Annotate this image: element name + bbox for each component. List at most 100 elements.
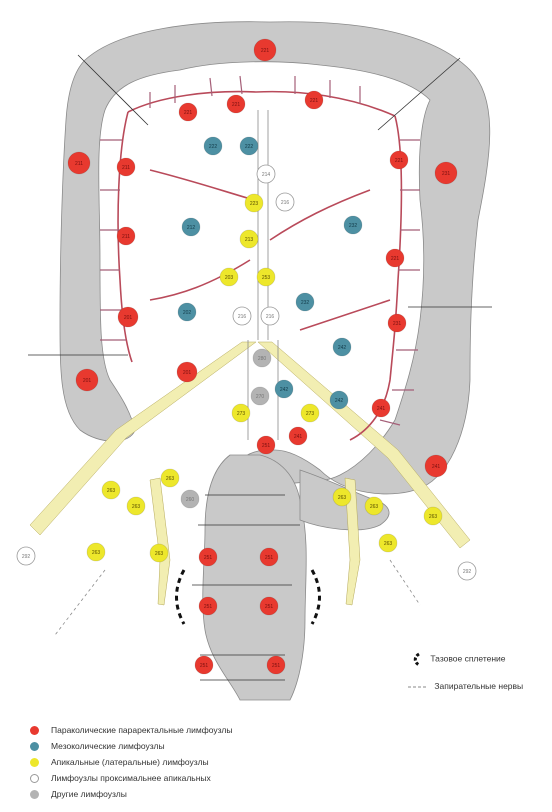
node-label: 202 — [183, 310, 192, 316]
mesentery-spokes — [100, 76, 420, 425]
lymph-node-paracolic: 251 — [257, 436, 275, 454]
lymph-node-paracolic: 221 — [227, 95, 245, 113]
legend-dot-other — [30, 790, 39, 799]
legend-item-apical: Апикальные (латеральные) лимфоузлы — [30, 754, 430, 770]
node-label: 273 — [306, 411, 315, 417]
obturator-nerves-label: Запирательные нервы — [408, 681, 523, 691]
lymph-node-paracolic: 251 — [267, 656, 285, 674]
colon — [60, 22, 490, 494]
lymph-node-apical: 223 — [245, 194, 263, 212]
lymph-node-apical: 263 — [87, 543, 105, 561]
node-label: 251 — [204, 555, 213, 561]
lymph-node-other: 280 — [253, 349, 271, 367]
lymph-node-paracolic: 241 — [289, 427, 307, 445]
lymph-node-paracolic: 221 — [179, 103, 197, 121]
node-label: 241 — [377, 406, 386, 412]
lymph-node-apical: 263 — [102, 481, 120, 499]
lymph-node-apical: 263 — [424, 507, 442, 525]
node-label: 241 — [294, 434, 303, 440]
lymph-node-apical: 203 — [220, 268, 238, 286]
legend-item-mesocolic: Мезоколические лимфоузлы — [30, 738, 430, 754]
node-label: 251 — [200, 663, 209, 669]
legend: Параколические параректальные лимфоузлы … — [30, 722, 430, 802]
node-label: 211 — [75, 161, 83, 167]
lymph-node-paracolic: 221 — [386, 249, 404, 267]
lymph-node-proximal: 214 — [257, 165, 275, 183]
legend-dot-proximal — [30, 774, 39, 783]
node-label: 211 — [122, 234, 130, 240]
node-label: 260 — [186, 497, 195, 503]
lymph-node-other: 260 — [181, 490, 199, 508]
node-label: 263 — [429, 514, 438, 520]
obturator-nerves-text: Запирательные нервы — [434, 681, 523, 691]
legend-dot-paracolic — [30, 726, 39, 735]
node-label: 251 — [265, 604, 274, 610]
node-label: 223 — [250, 201, 259, 207]
node-label: 216 — [281, 200, 290, 206]
lymph-node-mesocolic: 222 — [204, 137, 222, 155]
lymph-node-paracolic: 251 — [199, 548, 217, 566]
node-label: 263 — [166, 476, 175, 482]
lymph-node-paracolic: 221 — [305, 91, 323, 109]
lymph-node-paracolic: 251 — [260, 597, 278, 615]
node-label: 251 — [272, 663, 281, 669]
node-label: 212 — [187, 225, 196, 231]
node-label: 263 — [384, 541, 393, 547]
lymph-node-apical: 253 — [257, 268, 275, 286]
lymph-node-paracolic: 241 — [425, 455, 447, 477]
node-label: 251 — [265, 555, 274, 561]
pelvic-plexus-label: Тазовое сплетение — [410, 652, 506, 666]
lymph-node-apical: 263 — [127, 497, 145, 515]
rectum — [203, 455, 306, 700]
lymph-node-paracolic: 251 — [199, 597, 217, 615]
lymph-node-apical: 273 — [301, 404, 319, 422]
legend-label-mesocolic: Мезоколические лимфоузлы — [51, 741, 165, 751]
node-label: 242 — [335, 398, 344, 404]
lymph-node-mesocolic: 242 — [333, 338, 351, 356]
node-label: 263 — [107, 488, 116, 494]
lymph-node-paracolic: 211 — [117, 227, 135, 245]
lymph-node-apical: 263 — [150, 544, 168, 562]
lymph-node-paracolic: 251 — [260, 548, 278, 566]
node-label: 242 — [338, 345, 347, 351]
node-label: 222 — [209, 144, 218, 150]
pelvic-plexus-text: Тазовое сплетение — [430, 653, 505, 663]
lymph-node-paracolic: 221 — [390, 151, 408, 169]
node-label: 222 — [245, 144, 254, 150]
lymph-node-mesocolic: 212 — [182, 218, 200, 236]
lymph-node-mesocolic: 242 — [330, 391, 348, 409]
node-label: 216 — [266, 314, 275, 320]
node-label: 232 — [349, 223, 358, 229]
lymph-node-paracolic: 201 — [177, 362, 197, 382]
legend-label-paracolic: Параколические параректальные лимфоузлы — [51, 725, 232, 735]
legend-label-proximal: Лимфоузлы проксимальнее апикальных — [51, 773, 211, 783]
legend-item-other: Другие лимфоузлы — [30, 786, 430, 802]
pelvic-plexus-icon — [410, 652, 424, 666]
legend-dot-apical — [30, 758, 39, 767]
node-label: 232 — [301, 300, 310, 306]
lymph-node-paracolic: 251 — [195, 656, 213, 674]
legend-label-apical: Апикальные (латеральные) лимфоузлы — [51, 757, 209, 767]
node-label: 201 — [124, 315, 133, 321]
node-label: 292 — [22, 554, 31, 560]
legend-item-proximal: Лимфоузлы проксимальнее апикальных — [30, 770, 430, 786]
node-label: 270 — [256, 394, 265, 400]
lymph-node-paracolic: 221 — [254, 39, 276, 61]
lymph-node-other: 270 — [251, 387, 269, 405]
lymph-node-mesocolic: 232 — [344, 216, 362, 234]
node-label: 214 — [262, 172, 271, 178]
node-label: 263 — [92, 550, 101, 556]
node-label: 211 — [122, 165, 130, 171]
lymph-node-paracolic: 211 — [117, 158, 135, 176]
node-label: 221 — [261, 48, 270, 54]
lymph-node-paracolic: 241 — [372, 399, 390, 417]
lymph-node-proximal: 292 — [458, 562, 476, 580]
lymph-node-proximal: 292 — [17, 547, 35, 565]
lymph-node-mesocolic: 202 — [178, 303, 196, 321]
lymph-node-proximal: 216 — [276, 193, 294, 211]
node-label: 221 — [184, 110, 193, 116]
node-label: 273 — [237, 411, 246, 417]
node-label: 280 — [258, 356, 267, 362]
node-label: 242 — [280, 387, 289, 393]
lymph-node-apical: 263 — [333, 488, 351, 506]
